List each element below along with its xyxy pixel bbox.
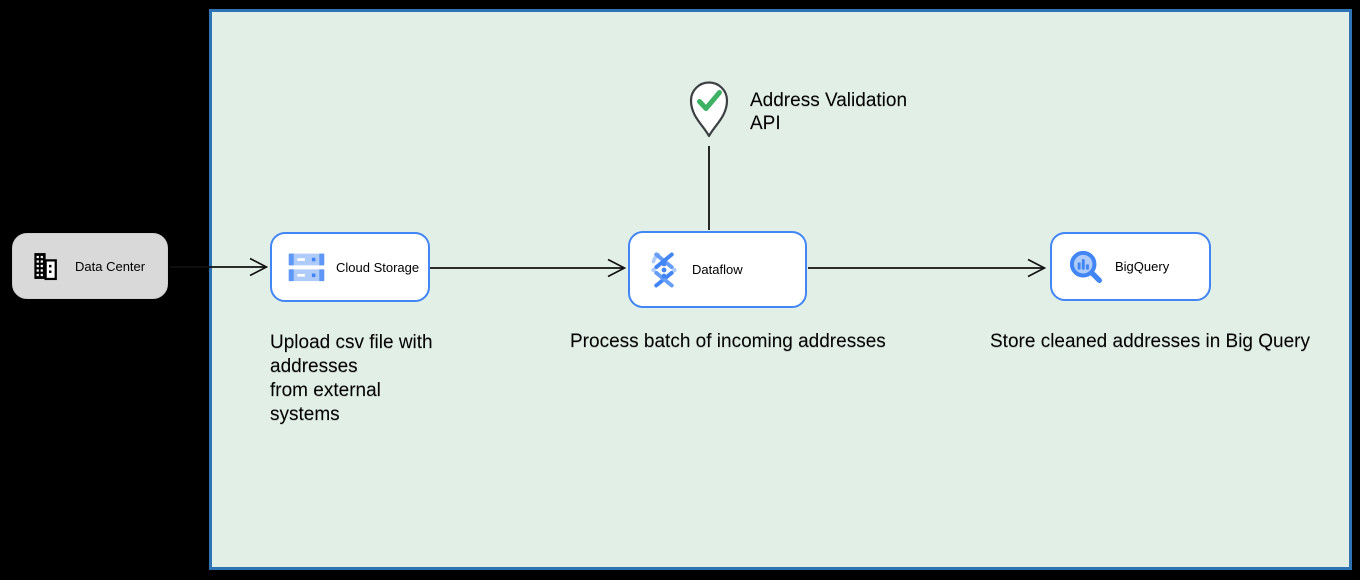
node-label-dataflow: Dataflow bbox=[692, 262, 743, 277]
node-label-data-center: Data Center bbox=[75, 258, 146, 274]
map-pin-check-icon bbox=[689, 81, 729, 138]
node-label-cloud-storage: Cloud Storage bbox=[336, 259, 420, 275]
node-dataflow[interactable]: Dataflow bbox=[628, 231, 807, 308]
caption-cloud-storage: Upload csv file with addresses from exte… bbox=[270, 332, 433, 425]
address-validation-api-label: Address Validation API bbox=[750, 90, 908, 134]
caption-bigquery: Store cleaned addresses in Big Query bbox=[990, 331, 1311, 352]
node-cloud-storage[interactable]: Cloud Storage bbox=[270, 232, 430, 302]
bigquery-icon bbox=[1069, 250, 1102, 283]
caption-dataflow: Process batch of incoming addresses bbox=[570, 331, 886, 352]
node-label-bigquery: BigQuery bbox=[1115, 259, 1170, 274]
building-icon bbox=[34, 253, 57, 281]
node-data-center[interactable]: Data Center bbox=[12, 233, 168, 299]
dataflow-icon bbox=[651, 252, 677, 287]
cloud-storage-icon bbox=[288, 253, 325, 281]
node-bigquery[interactable]: BigQuery bbox=[1050, 232, 1211, 301]
